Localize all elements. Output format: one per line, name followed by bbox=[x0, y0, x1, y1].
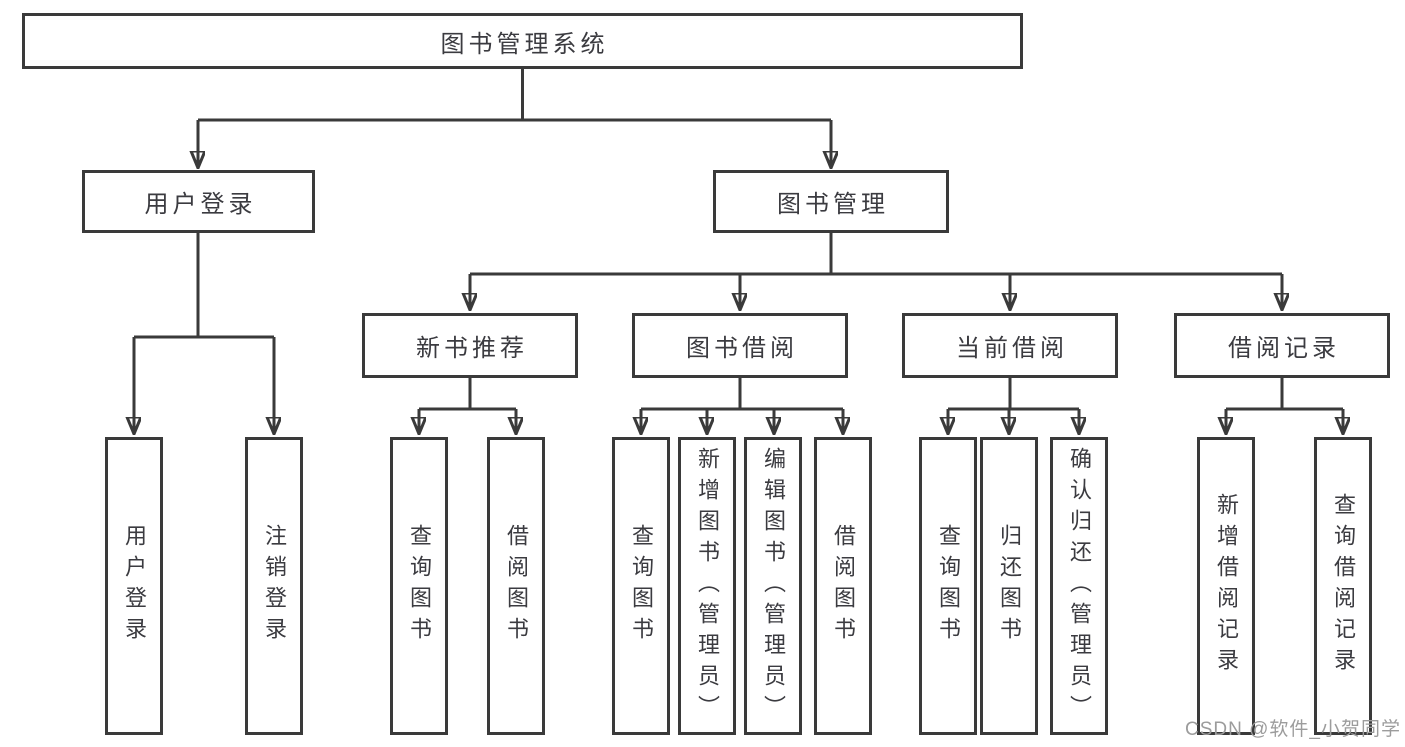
leaf-query-books-borrow: 查询图书 bbox=[612, 437, 670, 735]
leaf-query-borrow-record: 查询借阅记录 bbox=[1314, 437, 1372, 735]
leaf-logout: 注销登录 bbox=[245, 437, 303, 735]
leaf-query-books-current: 查询图书 bbox=[919, 437, 977, 735]
node-new-book-recommend: 新书推荐 bbox=[362, 313, 578, 378]
leaf-query-books-recommend-label: 查询图书 bbox=[407, 524, 432, 648]
leaf-add-books-admin-label: 新增图书（管理员） bbox=[695, 446, 720, 726]
leaf-user-login: 用户登录 bbox=[105, 437, 163, 735]
node-library-system: 图书管理系统 bbox=[22, 13, 1023, 69]
node-book-management: 图书管理 bbox=[713, 170, 949, 233]
leaf-borrow-books-label: 借阅图书 bbox=[831, 524, 856, 648]
leaf-edit-books-admin: 编辑图书（管理员） bbox=[744, 437, 802, 735]
leaf-add-borrow-record-label: 新增借阅记录 bbox=[1214, 493, 1239, 679]
leaf-return-books-label: 归还图书 bbox=[997, 524, 1022, 648]
leaf-confirm-return-admin-label: 确认归还（管理员） bbox=[1067, 446, 1092, 726]
leaf-return-books: 归还图书 bbox=[980, 437, 1038, 735]
leaf-logout-label: 注销登录 bbox=[262, 524, 287, 648]
node-current-borrow: 当前借阅 bbox=[902, 313, 1118, 378]
leaf-query-books-recommend: 查询图书 bbox=[390, 437, 448, 735]
leaf-query-books-borrow-label: 查询图书 bbox=[629, 524, 654, 648]
leaf-user-login-label: 用户登录 bbox=[122, 524, 147, 648]
node-borrow-records: 借阅记录 bbox=[1174, 313, 1390, 378]
leaf-borrow-books-recommend-label: 借阅图书 bbox=[504, 524, 529, 648]
leaf-add-borrow-record: 新增借阅记录 bbox=[1197, 437, 1255, 735]
leaf-confirm-return-admin: 确认归还（管理员） bbox=[1050, 437, 1108, 735]
leaf-edit-books-admin-label: 编辑图书（管理员） bbox=[761, 446, 786, 726]
leaf-query-borrow-record-label: 查询借阅记录 bbox=[1331, 493, 1356, 679]
leaf-add-books-admin: 新增图书（管理员） bbox=[678, 437, 736, 735]
leaf-borrow-books: 借阅图书 bbox=[814, 437, 872, 735]
leaf-borrow-books-recommend: 借阅图书 bbox=[487, 437, 545, 735]
csdn-watermark: CSDN @软件_小贺同学 bbox=[1185, 719, 1401, 740]
node-user-login: 用户登录 bbox=[82, 170, 315, 233]
leaf-query-books-current-label: 查询图书 bbox=[936, 524, 961, 648]
node-book-borrow: 图书借阅 bbox=[632, 313, 848, 378]
